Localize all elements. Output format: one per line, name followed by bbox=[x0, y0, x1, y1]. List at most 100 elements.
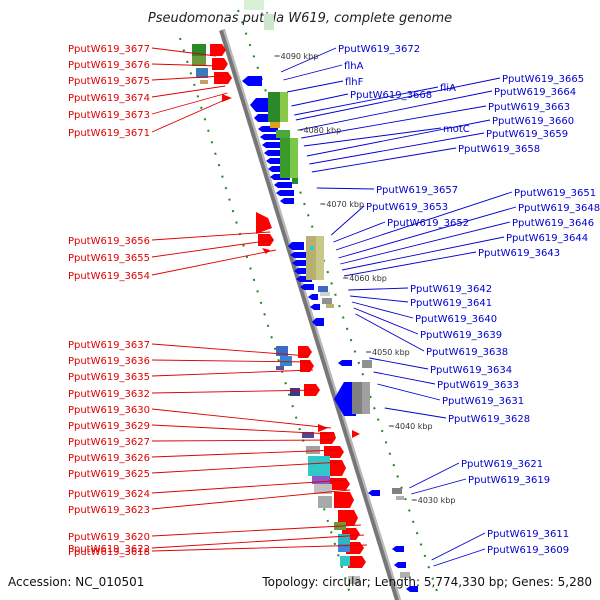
gene-label: PputW619_3632 bbox=[68, 389, 150, 400]
connector-line bbox=[338, 206, 517, 259]
gene-label: PputW619_3621 bbox=[461, 459, 543, 470]
connector-line bbox=[151, 408, 331, 429]
connector-line bbox=[353, 307, 419, 335]
gene-label: PputW619_3664 bbox=[494, 87, 576, 98]
connector-line bbox=[433, 548, 486, 567]
connector-line bbox=[287, 80, 344, 93]
gene-label: motC bbox=[443, 124, 470, 135]
connector-line bbox=[342, 236, 505, 271]
dotted-tracks bbox=[179, 9, 441, 600]
gene-label: PputW619_3625 bbox=[68, 469, 150, 480]
connector-line bbox=[377, 383, 441, 401]
gene-label: PputW619_3668 bbox=[350, 90, 432, 101]
left-connector-lines bbox=[151, 47, 368, 552]
connector-line bbox=[343, 251, 477, 277]
connector-line bbox=[151, 479, 347, 494]
connector-line bbox=[301, 105, 487, 139]
gene-label: PputW619_3656 bbox=[68, 236, 150, 247]
connector-line bbox=[411, 478, 467, 495]
connector-line bbox=[151, 544, 368, 552]
connector-line bbox=[151, 461, 342, 474]
left-gene-labels: PputW619_3677PputW619_3676PputW619_3675P… bbox=[68, 44, 150, 558]
connector-line bbox=[335, 191, 513, 251]
accession-text: Accession: NC_010501 bbox=[8, 575, 144, 589]
genome-backbone bbox=[219, 29, 401, 600]
gene-label: PputW619_3622 bbox=[68, 544, 150, 555]
connector-line bbox=[151, 439, 335, 442]
reverse-features bbox=[242, 76, 418, 592]
right-connector-lines bbox=[280, 47, 517, 567]
kbp-tick-label: 4060 kbp bbox=[349, 274, 387, 283]
connector-line bbox=[384, 407, 447, 419]
top-faded-features bbox=[244, 0, 274, 30]
gene-label: PputW619_3665 bbox=[502, 74, 584, 85]
right-gene-blocks bbox=[268, 92, 410, 578]
gene-label: PputW619_3630 bbox=[68, 405, 150, 416]
connector-line bbox=[311, 147, 457, 173]
gene-label: fliA bbox=[440, 83, 456, 94]
kbp-tick-label: 4080 kbp bbox=[303, 126, 341, 135]
gene-label: PputW619_3653 bbox=[366, 202, 448, 213]
connector-line bbox=[151, 63, 220, 67]
gene-label: PputW619_3655 bbox=[68, 253, 150, 264]
connector-line bbox=[151, 75, 223, 81]
gene-label: PputW619_3671 bbox=[68, 128, 150, 139]
connector-line bbox=[151, 359, 311, 363]
kbp-tick-label: 4070 kbp bbox=[326, 200, 364, 209]
connector-line bbox=[151, 231, 271, 241]
gene-label: flhA bbox=[344, 61, 364, 72]
connector-line bbox=[151, 389, 320, 394]
gene-label: PputW619_3643 bbox=[478, 248, 560, 259]
connector-line bbox=[151, 239, 273, 258]
gene-label: PputW619_3642 bbox=[410, 284, 492, 295]
gene-label: PputW619_3651 bbox=[514, 188, 596, 199]
connector-line bbox=[151, 47, 217, 57]
connector-line bbox=[151, 534, 364, 549]
connector-line bbox=[369, 357, 429, 370]
gene-label: PputW619_3641 bbox=[410, 298, 492, 309]
connector-line bbox=[350, 295, 409, 303]
connector-line bbox=[340, 221, 511, 265]
connector-line bbox=[151, 85, 226, 98]
gene-label: PputW619_3636 bbox=[68, 356, 150, 367]
gene-label: PputW619_3627 bbox=[68, 437, 150, 448]
connector-line bbox=[151, 449, 338, 458]
right-gene-labels: PputW619_3672 flhA flhF PputW619_3668 fliA Pp… bbox=[338, 44, 600, 556]
gene-label: PputW619_3644 bbox=[506, 233, 588, 244]
gene-label: PputW619_3676 bbox=[68, 60, 150, 71]
connector-line bbox=[291, 93, 349, 107]
connector-line bbox=[431, 532, 486, 561]
connector-line bbox=[151, 92, 228, 115]
gene-label: PputW619_3657 bbox=[376, 185, 458, 196]
gene-label: PputW619_3620 bbox=[68, 532, 150, 543]
gene-label: PputW619_3672 bbox=[338, 44, 420, 55]
gene-label: PputW619_3624 bbox=[68, 489, 150, 500]
gene-label: PputW619_3634 bbox=[430, 365, 512, 376]
connector-line bbox=[409, 462, 460, 489]
gene-label: flhF bbox=[345, 77, 364, 88]
gene-label: PputW619_3629 bbox=[68, 421, 150, 432]
kbp-tick-label: 4090 kbp bbox=[281, 52, 319, 61]
connector-line bbox=[151, 249, 277, 276]
connector-line bbox=[303, 127, 442, 147]
connector-line bbox=[151, 489, 351, 510]
gene-label: PputW619_3640 bbox=[415, 314, 497, 325]
kbp-tick-label: 4040 kbp bbox=[395, 422, 433, 431]
gene-label: PputW619_3637 bbox=[68, 340, 150, 351]
connector-line bbox=[151, 369, 313, 377]
gene-label: PputW619_3663 bbox=[488, 102, 570, 113]
gene-label: PputW619_3677 bbox=[68, 44, 150, 55]
connector-line bbox=[333, 221, 386, 243]
gene-label: PputW619_3635 bbox=[68, 372, 150, 383]
connector-line bbox=[294, 86, 439, 116]
map-title: Pseudomonas putida W619, complete genome bbox=[148, 11, 452, 26]
connector-line bbox=[355, 313, 425, 352]
gene-label: PputW619_3646 bbox=[512, 218, 594, 229]
connector-line bbox=[316, 187, 375, 190]
gene-label: PputW619_3611 bbox=[487, 529, 569, 540]
gene-label: PputW619_3638 bbox=[426, 347, 508, 358]
forward-features bbox=[210, 44, 366, 568]
connector-line bbox=[309, 132, 485, 165]
gene-label: PputW619_3623 bbox=[68, 505, 150, 516]
